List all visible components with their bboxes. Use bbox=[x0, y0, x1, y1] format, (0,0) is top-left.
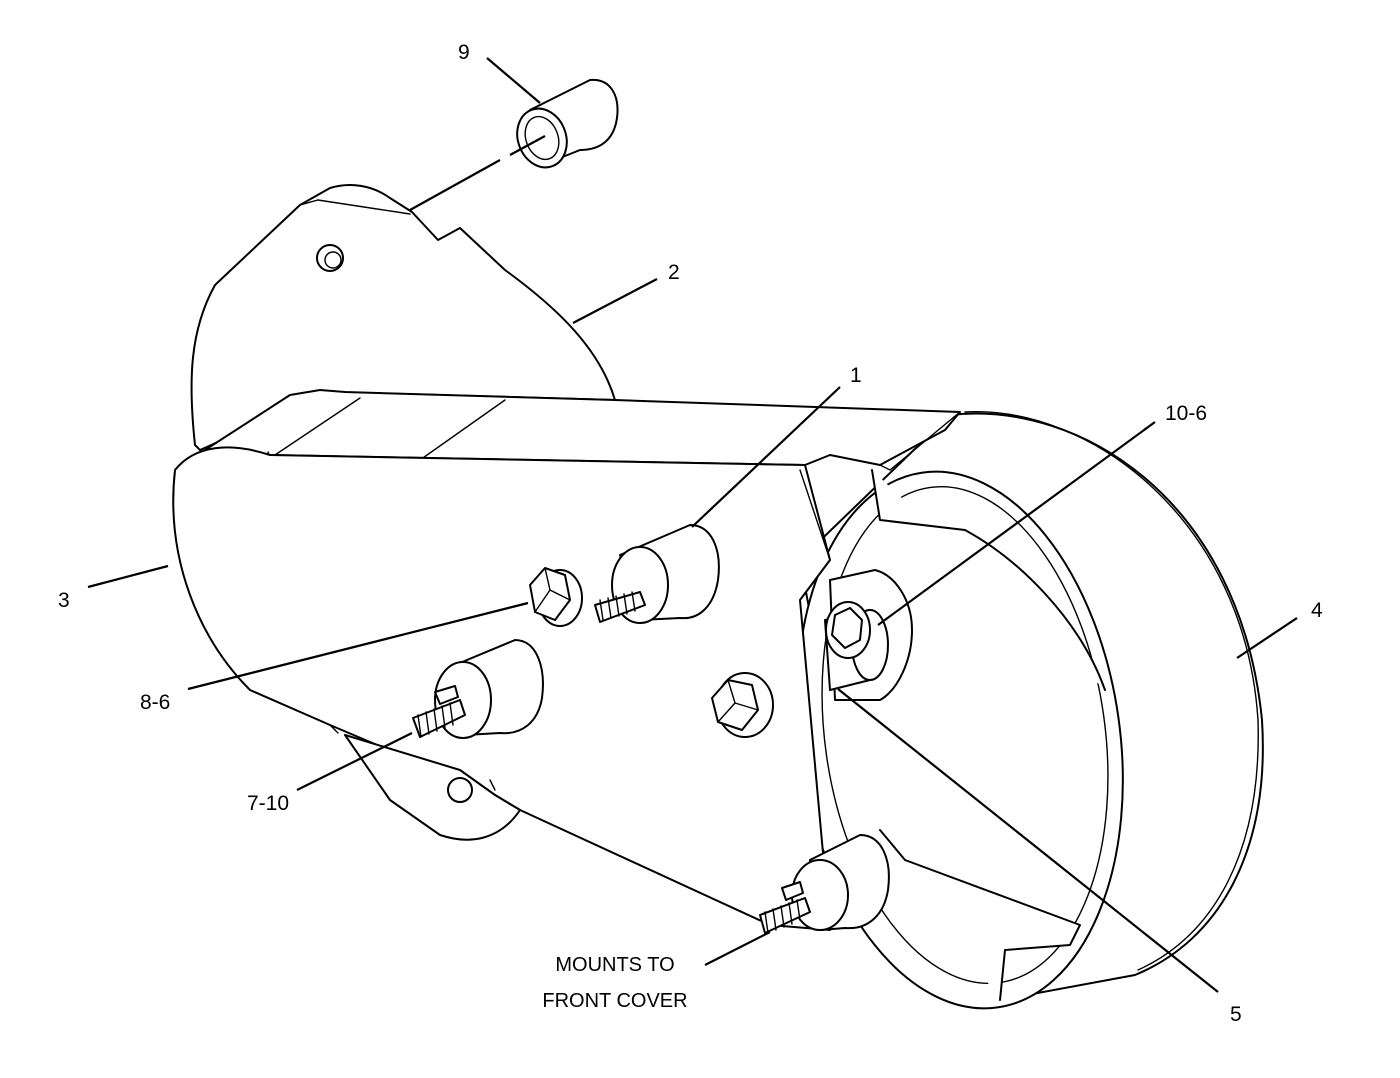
leader-9-axis-b bbox=[509, 135, 546, 156]
callout-2: 2 bbox=[668, 261, 680, 284]
note-mounts-to-front-cover: MOUNTS TO FRONT COVER bbox=[530, 947, 700, 1019]
hex-bolt-part-8-6 bbox=[529, 567, 583, 627]
note-line-1: MOUNTS TO bbox=[555, 954, 675, 976]
callout-9: 9 bbox=[458, 41, 470, 64]
callout-1: 1 bbox=[850, 364, 862, 387]
standoff-part-1 bbox=[594, 524, 720, 624]
leader-8-6 bbox=[187, 601, 529, 691]
leader-7-10 bbox=[296, 732, 413, 791]
rear-bracket-lower-lobe bbox=[344, 734, 521, 841]
leader-4 bbox=[1236, 617, 1298, 659]
leader-5 bbox=[837, 688, 1219, 993]
leader-mounts-to-front-cover bbox=[704, 931, 771, 966]
rear-bracket-part-2 bbox=[190, 184, 616, 451]
leader-9 bbox=[486, 57, 541, 104]
callout-10-6: 10-6 bbox=[1165, 402, 1208, 425]
callout-5: 5 bbox=[1230, 1003, 1242, 1026]
standoff-part-7-10 bbox=[412, 639, 544, 739]
callout-8-6: 8-6 bbox=[140, 691, 171, 714]
callout-7-10: 7-10 bbox=[247, 792, 290, 815]
shaft-part-5 bbox=[824, 569, 913, 701]
bushing-part-9 bbox=[516, 78, 619, 169]
callout-3: 3 bbox=[58, 589, 70, 612]
callout-4: 4 bbox=[1311, 599, 1323, 622]
leader-10-6 bbox=[877, 421, 1156, 626]
center-hex-bolt bbox=[711, 672, 774, 738]
leader-2 bbox=[572, 278, 658, 324]
leader-lines bbox=[87, 57, 1298, 993]
leader-1 bbox=[691, 386, 841, 528]
leader-3 bbox=[87, 564, 169, 589]
note-line-2: FRONT COVER bbox=[542, 990, 688, 1012]
leader-9-axis-a bbox=[409, 159, 501, 211]
dished-housing-part-4 bbox=[796, 411, 1264, 1010]
bottom-standoff bbox=[759, 834, 890, 934]
